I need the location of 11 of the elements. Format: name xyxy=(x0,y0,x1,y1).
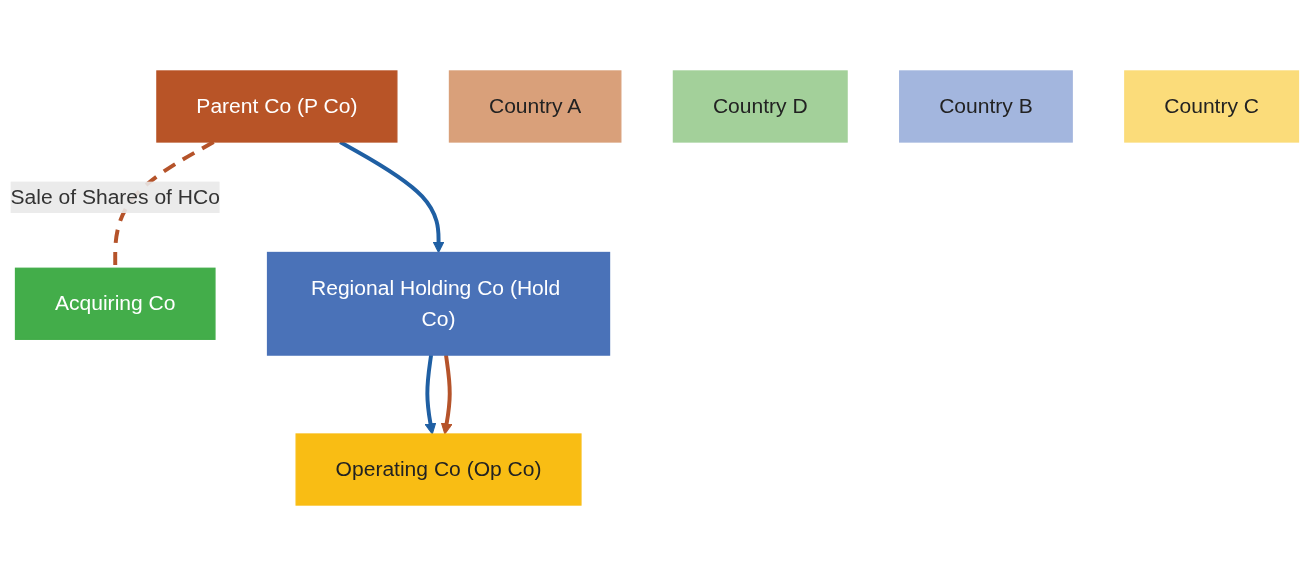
arrow xyxy=(424,354,437,435)
node-box: Acquiring Co xyxy=(14,267,216,340)
node-box: Regional Holding Co (Hold Co) xyxy=(266,251,611,356)
arrow xyxy=(440,354,453,435)
edge-label: Sale of Shares of HCo xyxy=(10,185,220,208)
node-box: Country A xyxy=(448,70,622,143)
node-box: Parent Co (P Co) xyxy=(156,70,398,143)
node-box: Operating Co (Op Co) xyxy=(295,433,582,506)
node-box: Country C xyxy=(1124,70,1300,143)
node-box: Country D xyxy=(672,70,848,143)
node-box: Country B xyxy=(899,70,1073,143)
